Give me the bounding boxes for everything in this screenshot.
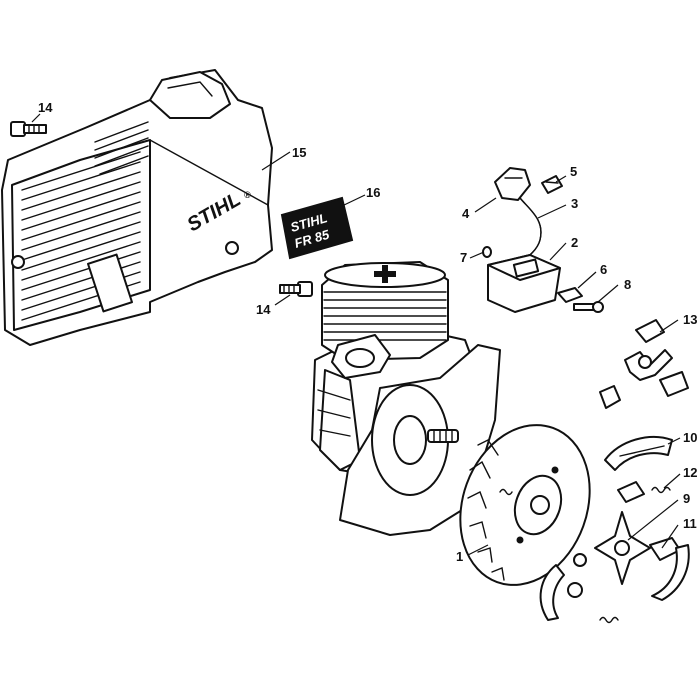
callout-10: 10 <box>683 430 697 445</box>
cover-screw-hole <box>11 255 25 269</box>
clutch-spring-12 <box>617 481 671 503</box>
cover-louvres <box>11 139 151 331</box>
callout-12: 12 <box>683 465 697 480</box>
callout-16: 16 <box>366 185 380 200</box>
clutch-shoe-11 <box>539 537 690 621</box>
clutch-hub-9 <box>567 511 651 598</box>
screw-lower <box>279 281 313 297</box>
callout-1: 1 <box>456 549 463 564</box>
callout-11: 11 <box>683 516 697 531</box>
callout-6: 6 <box>600 262 607 277</box>
cylinder <box>321 261 449 361</box>
clutch-carrier-13 <box>599 319 689 409</box>
washer-7 <box>482 246 492 258</box>
spark-plug-boot <box>494 167 531 201</box>
clutch-spring-lower <box>499 488 619 624</box>
flywheel <box>459 424 591 586</box>
callout-9: 9 <box>683 491 690 506</box>
callout-5: 5 <box>570 164 577 179</box>
callout-14-lower: 14 <box>256 302 271 317</box>
callout-15: 15 <box>292 145 306 160</box>
callout-8: 8 <box>624 277 631 292</box>
callouts: 14 15 16 14 4 5 3 7 2 6 8 13 10 12 9 11 … <box>38 100 697 564</box>
exhaust-flange <box>331 334 391 379</box>
cover-brand-mark: ® <box>244 190 251 200</box>
callout-14-top: 14 <box>38 100 53 115</box>
callout-7: 7 <box>460 250 467 265</box>
short-circuit-wire-6 <box>557 287 583 303</box>
fan-housing <box>339 344 501 536</box>
cover-top-vents <box>94 121 149 175</box>
leader-lines <box>31 113 681 556</box>
spring-clip-5 <box>541 175 563 194</box>
engine-cover: STIHL ® <box>1 69 273 346</box>
model-plate: STIHL FR 85 <box>280 196 354 260</box>
ignition-module <box>487 254 561 313</box>
callout-3: 3 <box>571 196 578 211</box>
screw-top <box>10 121 47 137</box>
clutch-shoe-10 <box>604 435 673 471</box>
screw-8 <box>573 301 604 313</box>
callout-13: 13 <box>683 312 697 327</box>
callout-2: 2 <box>571 235 578 250</box>
callout-4: 4 <box>462 206 470 221</box>
cover-side-hole <box>225 241 239 255</box>
